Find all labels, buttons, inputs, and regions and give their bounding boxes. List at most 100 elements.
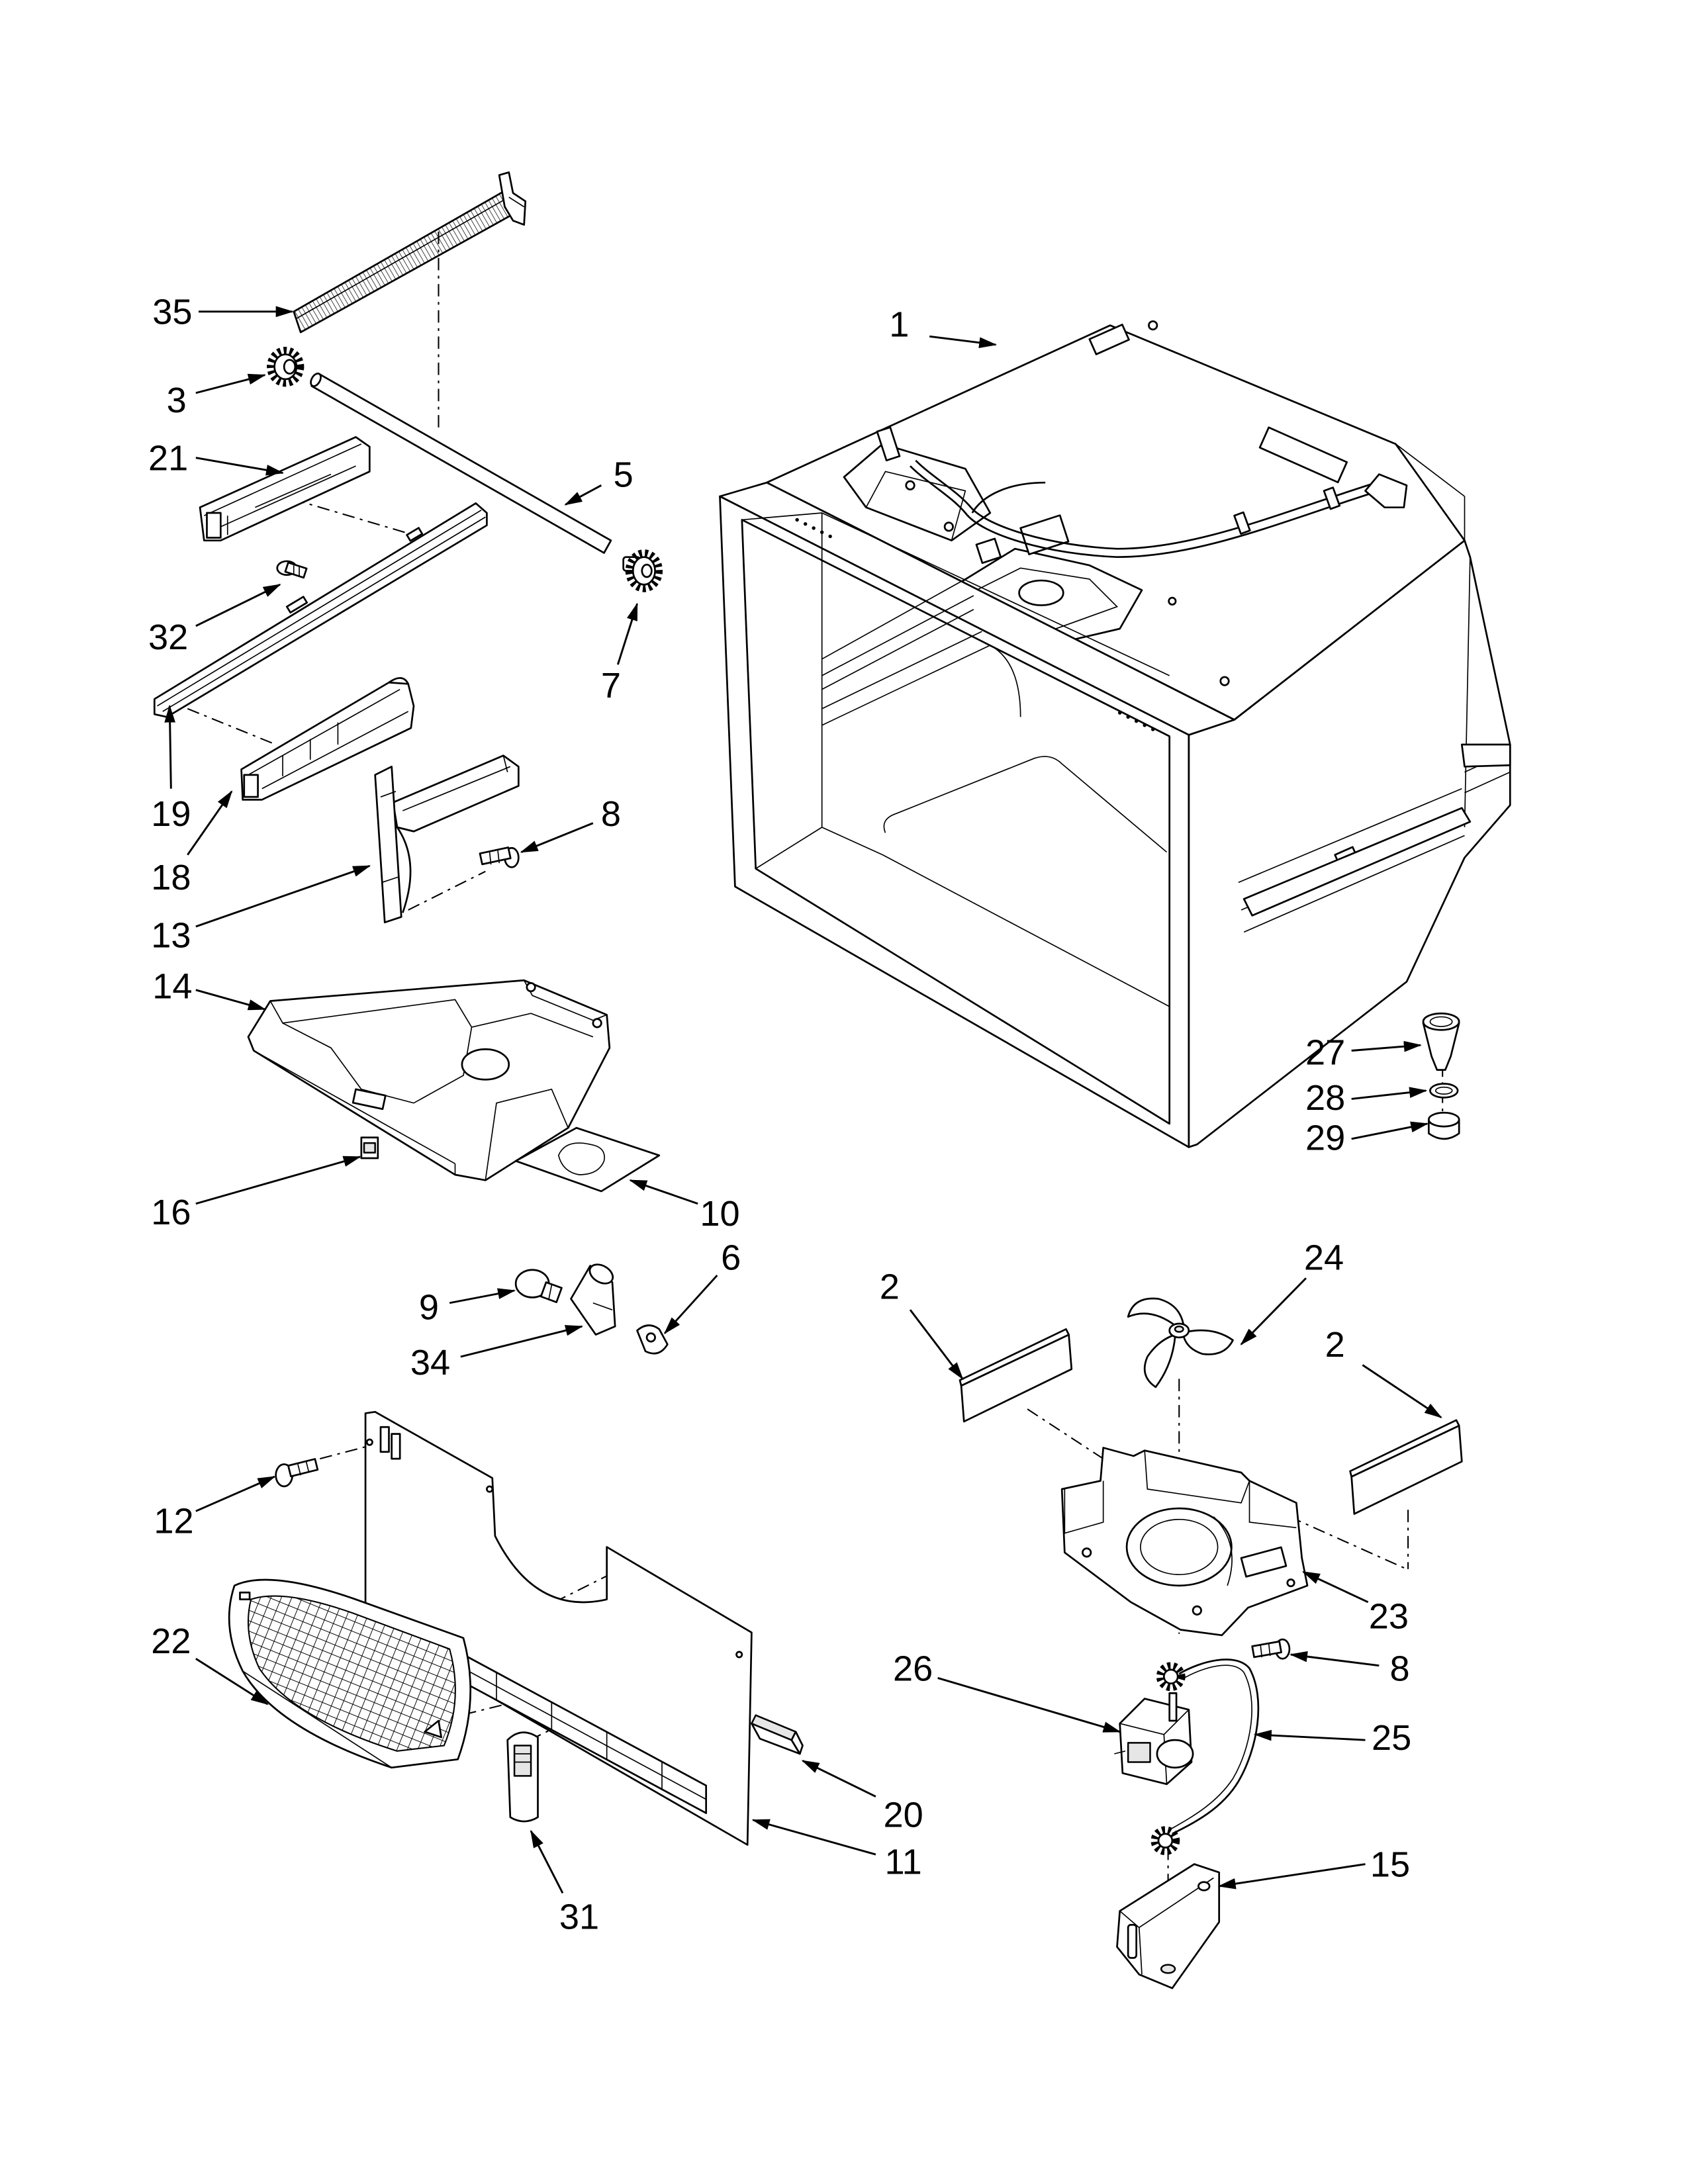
leader-arrow-14: [195, 989, 267, 1011]
callout-label-28: 28: [1305, 1078, 1345, 1118]
callout-label-2b: 2: [1325, 1325, 1345, 1365]
part-8-screw-upper: [479, 846, 520, 868]
part-18-bracket: [240, 677, 415, 801]
callout-10: 10: [629, 1179, 740, 1234]
part-10-sheet: [514, 1126, 661, 1193]
part-28-ring: [1429, 1083, 1459, 1099]
part-8-screw-lower: [1251, 1638, 1291, 1660]
callout-22: 22: [151, 1621, 269, 1706]
part-26-fan-motor: [1114, 1692, 1194, 1786]
callout-label-3: 3: [167, 381, 187, 420]
callout-label-16: 16: [151, 1193, 191, 1232]
callout-24: 24: [1240, 1238, 1344, 1345]
callout-label-27: 27: [1305, 1032, 1345, 1072]
callout-label-31: 31: [559, 1897, 599, 1937]
callout-label-26: 26: [893, 1649, 933, 1689]
part-19-rail: [153, 502, 488, 718]
leader-arrow-2a: [909, 1309, 964, 1380]
part-1-freezer-bin: [719, 320, 1511, 1148]
leader-arrow-3: [195, 373, 267, 394]
callout-label-23: 23: [1369, 1596, 1409, 1636]
part-22-grille: [228, 1578, 472, 1769]
leader-arrow-8a: [520, 822, 594, 853]
callout-label-19: 19: [151, 794, 191, 834]
callout-8a: 8: [520, 794, 621, 853]
callout-25: 25: [1253, 1718, 1411, 1758]
part-2-pad-left: [959, 1328, 1073, 1423]
leader-arrow-16: [195, 1156, 361, 1205]
leader-arrow-27: [1351, 1040, 1422, 1052]
callout-32: 32: [148, 584, 281, 657]
leader-arrow-34: [460, 1325, 584, 1358]
leader-arrow-23: [1301, 1570, 1369, 1604]
callout-label-13: 13: [151, 915, 191, 955]
part-9-bulb: [514, 1269, 563, 1303]
callout-34: 34: [410, 1325, 584, 1383]
callout-label-22: 22: [151, 1621, 191, 1661]
callout-1: 1: [889, 304, 998, 349]
callout-12: 12: [154, 1475, 276, 1541]
callout-label-8a: 8: [601, 794, 621, 834]
callout-16: 16: [151, 1156, 361, 1232]
callout-label-18: 18: [151, 858, 191, 897]
part-12-screw: [275, 1458, 319, 1488]
leader-arrow-5: [564, 484, 602, 506]
callout-13: 13: [151, 864, 371, 955]
callout-2b: 2: [1325, 1325, 1442, 1418]
part-20-foam-strip: [751, 1714, 804, 1755]
leader-arrow-11: [751, 1819, 876, 1856]
callout-label-1: 1: [889, 304, 909, 344]
callout-label-35: 35: [152, 293, 192, 332]
callout-2a: 2: [880, 1267, 964, 1380]
leader-arrow-29: [1351, 1121, 1429, 1140]
leader-arrow-2b: [1362, 1364, 1442, 1418]
callout-label-21: 21: [148, 438, 188, 478]
callout-label-8b: 8: [1390, 1649, 1410, 1689]
leader-arrow-25: [1253, 1729, 1366, 1741]
callout-label-9: 9: [419, 1288, 439, 1328]
callout-label-11: 11: [884, 1842, 921, 1882]
callout-15: 15: [1217, 1844, 1410, 1889]
callout-11: 11: [751, 1819, 922, 1882]
leader-arrow-26: [937, 1677, 1121, 1733]
callout-9: 9: [419, 1288, 516, 1328]
leader-arrow-21: [195, 457, 285, 476]
callout-29: 29: [1305, 1118, 1429, 1158]
callout-label-20: 20: [883, 1795, 923, 1835]
part-5-rod: [310, 373, 612, 554]
leader-arrow-24: [1240, 1277, 1307, 1345]
callout-19: 19: [151, 704, 191, 834]
callout-label-34: 34: [410, 1343, 450, 1383]
callout-label-32: 32: [148, 617, 188, 657]
callout-28: 28: [1305, 1078, 1428, 1118]
callout-label-2a: 2: [880, 1267, 900, 1306]
part-7-gear: [622, 549, 663, 592]
callout-14: 14: [152, 966, 267, 1011]
leader-arrow-31: [530, 1829, 564, 1894]
part-21-bracket: [199, 436, 371, 542]
callout-label-15: 15: [1370, 1844, 1410, 1884]
part-3-gear: [267, 346, 305, 387]
part-31-clip: [506, 1731, 539, 1823]
leader-arrow-18: [187, 790, 233, 856]
leader-arrow-6: [663, 1275, 718, 1335]
part-15-motor-bracket: [1116, 1863, 1221, 1989]
callout-label-29: 29: [1305, 1118, 1345, 1158]
callout-6: 6: [663, 1238, 741, 1335]
callout-23: 23: [1301, 1570, 1409, 1636]
leader-arrow-12: [195, 1475, 276, 1512]
leader-arrow-32: [195, 584, 281, 627]
callout-35: 35: [152, 293, 294, 332]
leader-arrow-19: [164, 704, 175, 789]
leader-arrow-13: [195, 864, 371, 928]
part-35-slide-rail: [293, 171, 527, 334]
part-24-fan-blade: [1127, 1297, 1234, 1388]
leader-arrow-1: [929, 335, 998, 349]
leader-arrow-7: [616, 602, 638, 665]
callout-18: 18: [151, 790, 233, 897]
callout-label-7: 7: [601, 666, 621, 705]
callout-20: 20: [801, 1760, 923, 1835]
leader-arrow-22: [195, 1658, 269, 1706]
frame-vent-dots: [795, 518, 1155, 731]
